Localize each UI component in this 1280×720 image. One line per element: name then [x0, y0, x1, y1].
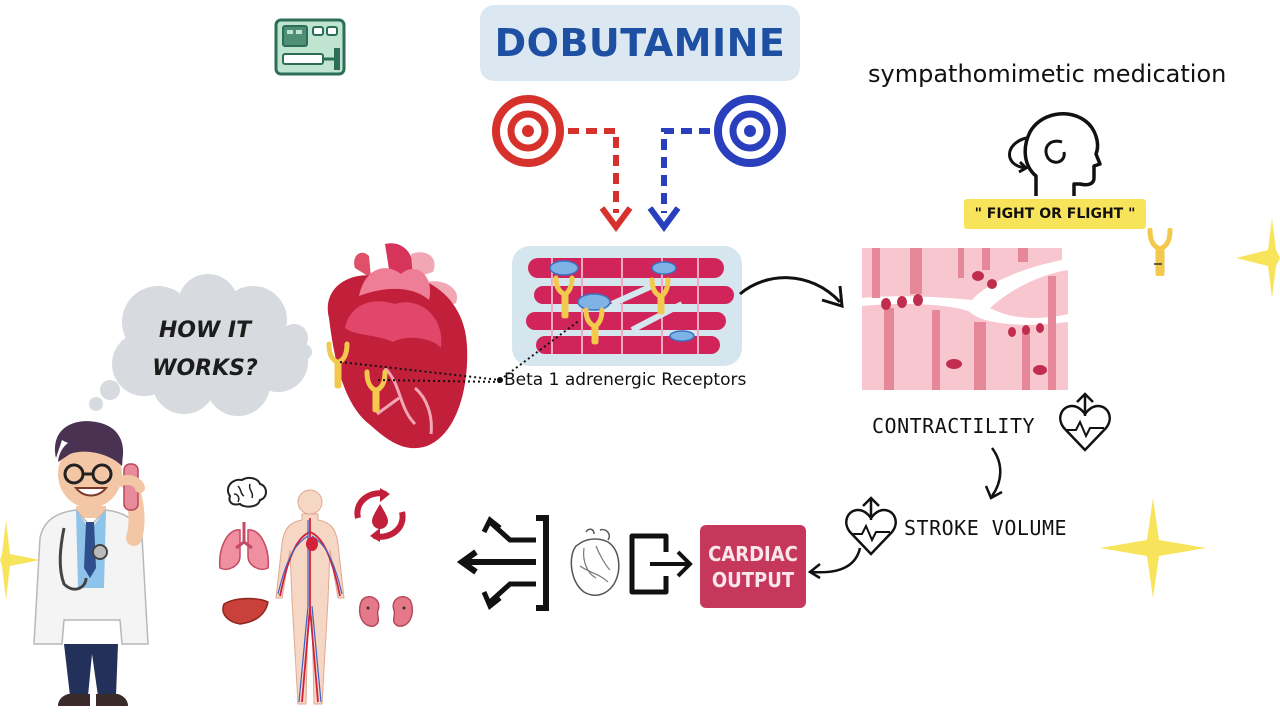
thought-line-1: HOW IT	[158, 318, 252, 343]
muscle-fiber-illustration	[862, 248, 1068, 390]
blood-cycle-icon	[354, 488, 406, 542]
subtitle: sympathomimetic medication	[868, 60, 1227, 88]
thought-bubble-text: HOW IT WORKS?	[150, 312, 260, 388]
receptor-leader-lines	[339, 319, 581, 383]
fight-or-flight-tag: " FIGHT OR FLIGHT "	[964, 199, 1146, 229]
infusion-pump-icon	[274, 18, 346, 76]
stroke-volume-label: STROKE VOLUME	[904, 516, 1068, 540]
receptor-target-arrows	[492, 95, 786, 233]
curved-arrow	[739, 276, 844, 309]
brain-icon	[226, 476, 267, 508]
target-red-icon	[492, 95, 564, 167]
sparkle-icon	[1100, 498, 1206, 598]
title-box: DOBUTAMINE	[480, 5, 800, 81]
doctor-illustration	[33, 421, 149, 706]
target-blue-icon	[714, 95, 786, 167]
cardiac-output-line-1: CARDIAC	[708, 541, 798, 566]
thought-cloud	[89, 274, 312, 416]
contractility-label: CONTRACTILITY	[872, 414, 1036, 438]
sparkle-icon	[1236, 218, 1280, 298]
head-profile-icon	[1008, 112, 1102, 196]
heart-arrow-up-icon	[1059, 392, 1111, 452]
kidneys-icon	[358, 596, 414, 627]
page-title: DOBUTAMINE	[494, 21, 786, 65]
receptor-icon	[553, 275, 671, 345]
lungs-icon	[219, 522, 269, 570]
receptor-icon	[1147, 228, 1173, 276]
sparkle-icon	[0, 520, 40, 600]
receptor-icon	[326, 341, 388, 413]
human-body-circulation	[275, 489, 345, 705]
receptor-label: Beta 1 adrenergic Receptors	[504, 370, 747, 390]
curved-arrow	[807, 547, 862, 580]
output-arrow-icon	[629, 533, 693, 595]
down-arrow	[984, 447, 1003, 500]
thought-line-2: WORKS?	[152, 356, 258, 381]
heart-arrow-up-icon	[845, 496, 897, 556]
cardiac-output-box: CARDIAC OUTPUT	[700, 525, 806, 608]
distribution-arrows-icon	[456, 515, 549, 611]
liver-icon	[222, 597, 269, 625]
heart-illustration	[326, 243, 468, 449]
cardiac-muscle-tissue	[512, 246, 742, 366]
heart-outline-icon	[570, 528, 620, 597]
cardiac-output-line-2: OUTPUT	[711, 567, 795, 592]
